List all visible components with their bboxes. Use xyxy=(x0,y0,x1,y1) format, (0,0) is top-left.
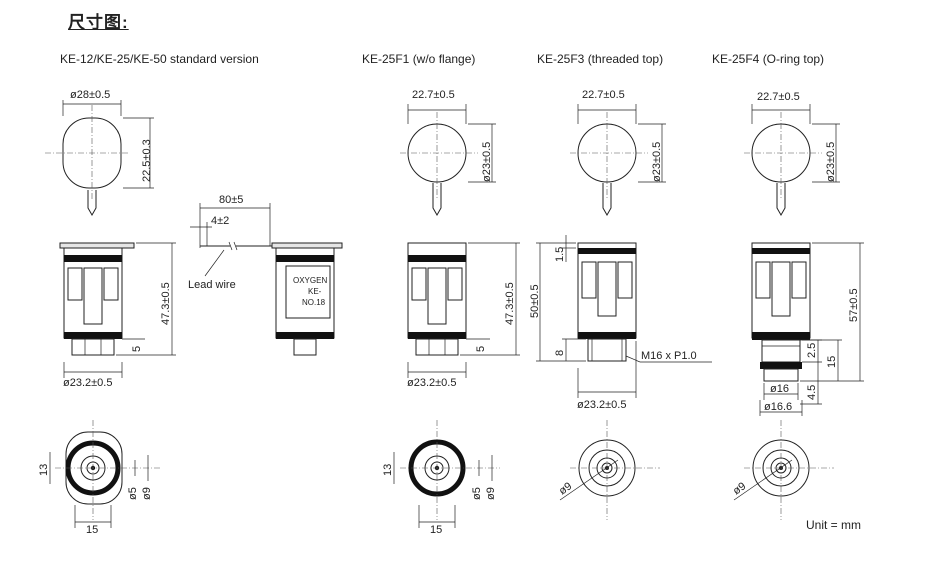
dim-f3-step: 1.5 xyxy=(554,247,566,262)
f1-bottom-view: 15 13 ø5 ø9 xyxy=(382,420,500,536)
dim-f4-height: 57±0.5 xyxy=(848,288,860,322)
dim-f4-top-w: 22.7±0.5 xyxy=(757,91,800,103)
f4-top-view: 22.7±0.5 ø23±0.5 xyxy=(744,91,840,217)
dim-lead-len: 80±5 xyxy=(219,194,243,206)
f4-bottom-view: ø9 xyxy=(731,420,834,520)
dim-body-dia: ø23.2±0.5 xyxy=(63,377,112,389)
heading-standard: KE-12/KE-25/KE-50 standard version xyxy=(60,52,259,66)
dim-height: 47.3±0.5 xyxy=(160,282,172,325)
dim-f3-thread-len: 8 xyxy=(554,350,566,356)
dim-f3-body-dia: ø23.2±0.5 xyxy=(577,399,626,411)
dim-f3-d9: ø9 xyxy=(557,480,574,497)
lead-wire-label: Lead wire xyxy=(188,279,236,291)
unit-note: Unit = mm xyxy=(806,518,862,532)
dim-f1-base-h: 13 xyxy=(382,464,394,476)
label-line-1: OXYGEN xyxy=(293,276,327,285)
dim-bottom: 5 xyxy=(131,346,143,352)
dim-f1-bottom: 5 xyxy=(475,346,487,352)
standard-bottom-view: 15 13 ø5 ø9 xyxy=(38,420,160,536)
dim-top-h: 22.5±0.3 xyxy=(141,139,153,182)
dim-f1-d5: ø5 xyxy=(471,487,483,500)
dim-d5: ø5 xyxy=(127,487,139,500)
dim-f1-d9: ø9 xyxy=(485,487,497,500)
label-line-2: KE- xyxy=(308,287,322,296)
f4-side-view: 57±0.5 2.5 15 4.5 ø16 ø16.6 xyxy=(751,242,864,416)
dim-f3-thread: M16 x P1.0 xyxy=(641,350,697,362)
dim-f3-top-h: ø23±0.5 xyxy=(651,142,663,182)
dim-f4-r2: 15 xyxy=(826,356,838,368)
heading-f4: KE-25F4 (O-ring top) xyxy=(712,52,825,66)
dim-f4-r1: 2.5 xyxy=(806,343,818,358)
dim-top-dia: ø28±0.5 xyxy=(70,89,110,101)
dim-f4-r3: 4.5 xyxy=(806,385,818,400)
dim-f1-height: 47.3±0.5 xyxy=(504,282,516,325)
f1-side-view: 47.3±0.5 5 ø23.2±0.5 xyxy=(407,242,520,389)
dim-f1-body-dia: ø23.2±0.5 xyxy=(407,377,456,389)
label-line-3: NO.18 xyxy=(302,298,326,307)
dim-base-w: 15 xyxy=(86,524,98,536)
dim-f1-top-h: ø23±0.5 xyxy=(481,142,493,182)
standard-top-view: ø28±0.5 22.5±0.3 xyxy=(45,89,154,217)
dim-f4-d9: ø9 xyxy=(731,480,748,497)
lead-side-view: 80±5 4±2 Lead wire OXYGEN KE- NO.18 xyxy=(188,194,343,356)
dim-f4-d16: ø16 xyxy=(770,383,789,395)
dim-f4-d166: ø16.6 xyxy=(764,401,792,413)
f1-top-view: 22.7±0.5 ø23±0.5 xyxy=(400,89,496,217)
dim-strip-len: 4±2 xyxy=(211,215,229,227)
dim-f4-top-h: ø23±0.5 xyxy=(825,142,837,182)
dim-base-h: 13 xyxy=(38,464,50,476)
dim-f3-height: 50±0.5 xyxy=(529,284,541,318)
f3-side-view: 50±0.5 1.5 8 M16 x P1.0 ø23.2±0.5 xyxy=(529,235,712,411)
f3-bottom-view: ø9 xyxy=(557,420,660,520)
page-title: 尺寸图: xyxy=(68,13,129,32)
dim-f1-top-w: 22.7±0.5 xyxy=(412,89,455,101)
f3-top-view: 22.7±0.5 ø23±0.5 xyxy=(570,89,666,217)
dim-d9: ø9 xyxy=(141,487,153,500)
dim-f3-top-w: 22.7±0.5 xyxy=(582,89,625,101)
heading-f3: KE-25F3 (threaded top) xyxy=(537,52,664,66)
dim-f1-base-w: 15 xyxy=(430,524,442,536)
standard-side-view: 47.3±0.5 5 ø23.2±0.5 xyxy=(59,242,176,389)
heading-f1: KE-25F1 (w/o flange) xyxy=(362,52,476,66)
